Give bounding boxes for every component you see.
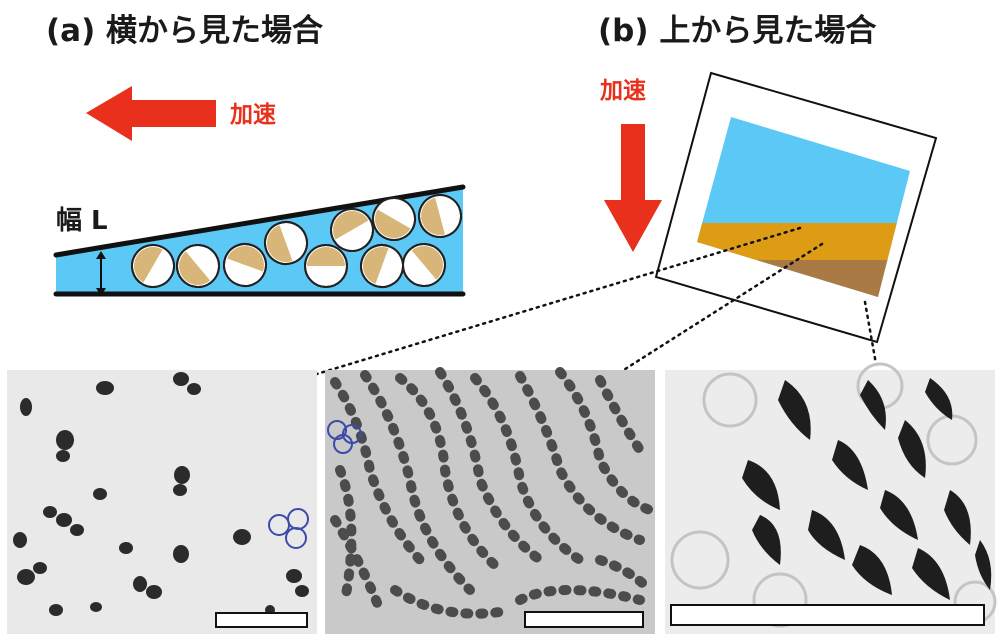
micrograph-magnified	[665, 362, 997, 634]
panel-a-acceleration-label: 加速	[230, 102, 276, 128]
panel-b-acceleration-label: 加速	[600, 78, 646, 104]
particle	[368, 197, 416, 245]
gap-width-label: 幅 L	[56, 206, 108, 236]
particle	[304, 244, 348, 288]
particle	[402, 238, 451, 287]
micrograph-dense	[325, 367, 655, 634]
particle	[127, 240, 175, 288]
scale-bar	[524, 611, 644, 628]
top-view-cell	[654, 71, 938, 344]
panel-b-heading: (b) 上から見た場合	[598, 13, 877, 49]
panel-a-acceleration-arrow	[86, 86, 216, 141]
panel-b-acceleration-arrow	[604, 124, 662, 252]
scale-bar	[670, 604, 985, 626]
micrograph-sparse	[7, 370, 317, 634]
particle	[261, 221, 308, 268]
scale-bar	[215, 612, 308, 628]
particle	[223, 240, 270, 287]
panel-a-heading: (a) 横から見た場合	[46, 13, 324, 49]
particle	[357, 241, 404, 288]
particle	[326, 204, 374, 252]
particle	[171, 244, 220, 293]
